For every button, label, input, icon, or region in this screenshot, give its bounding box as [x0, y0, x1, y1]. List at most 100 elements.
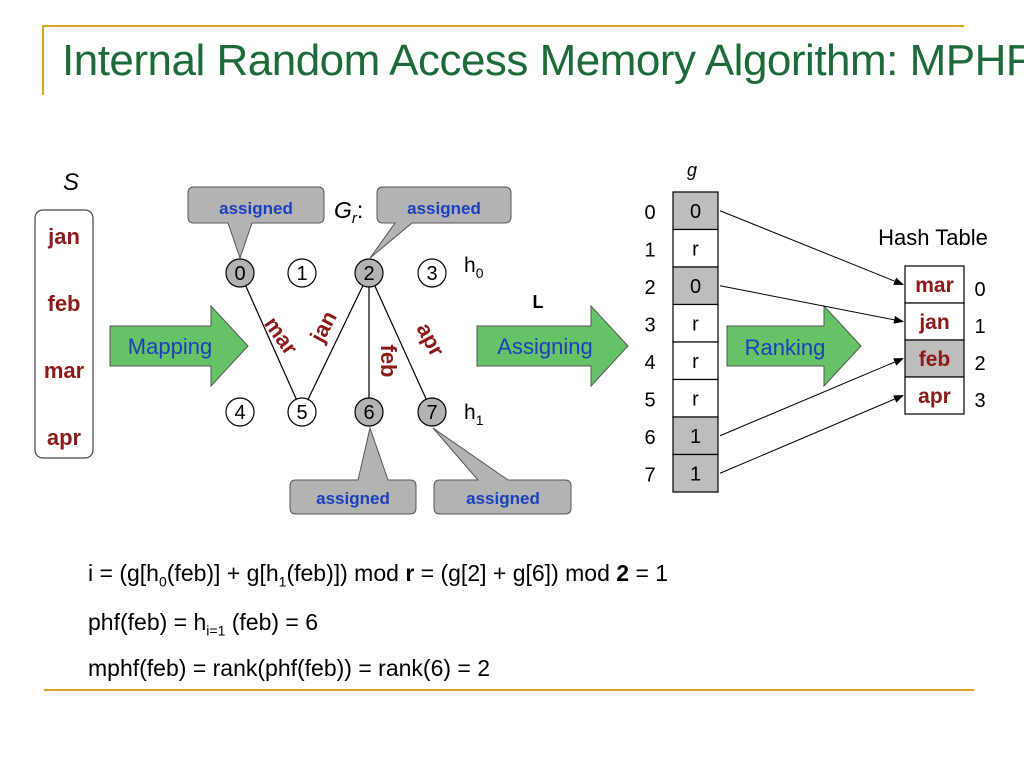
- set-box: [34, 209, 94, 459]
- mapping-link-1: [719, 285, 904, 324]
- g-value-0: 0: [690, 201, 701, 223]
- graph-edges: [239, 272, 433, 413]
- graph-vertices: 0 1 2 3 4 5 6 7: [225, 258, 447, 427]
- hash-slot-3: apr 3: [904, 376, 986, 415]
- vertex-3-label: 3: [426, 263, 437, 285]
- vertex-6: 6: [354, 397, 384, 427]
- set-label: S: [63, 169, 79, 196]
- hash-item-mar: mar: [915, 274, 954, 297]
- mapping-link-0: [719, 210, 904, 285]
- h0-label: h0: [464, 254, 484, 281]
- set-item-apr: apr: [47, 425, 82, 450]
- vertex-7-label: 7: [426, 402, 437, 424]
- g-cell-2: 02: [644, 266, 719, 306]
- ranking-arrow: [726, 304, 862, 388]
- g-value-2: 0: [690, 276, 701, 298]
- title-rule-top: [42, 25, 964, 27]
- callout-7-text: assigned: [466, 489, 540, 508]
- hash-index-1: 1: [974, 316, 985, 338]
- set-item-mar: mar: [44, 358, 85, 383]
- mapping-links: [719, 210, 904, 474]
- g-index-3: 3: [644, 315, 655, 337]
- h1-label: h1: [464, 401, 484, 428]
- page-title: Internal Random Access Memory Algorithm:…: [62, 36, 1024, 85]
- callout-6: assigned: [289, 426, 417, 515]
- g-cell-7: 17: [644, 453, 719, 493]
- mapping-label: Mapping: [128, 334, 212, 359]
- callout-7: assigned: [432, 427, 572, 515]
- list-label: L: [533, 292, 544, 312]
- g-cell-5: r5: [644, 378, 719, 418]
- vertex-5: 5: [287, 397, 317, 427]
- edge-apr: [368, 272, 433, 413]
- vertex-1-label: 1: [296, 263, 307, 285]
- formula-index: i = (g[h0(feb)] + g[h1(feb)]) mod r = (g…: [88, 560, 669, 590]
- hash-slot-0: mar 0: [904, 265, 986, 304]
- vertex-7: 7: [417, 397, 447, 427]
- title-rule-left: [42, 25, 44, 95]
- g-array-label: g: [687, 160, 697, 180]
- formula-phf: phf(feb) = hi=1 (feb) = 6: [88, 609, 319, 639]
- set-items: jan feb mar apr: [44, 224, 85, 450]
- bottom-rule: [44, 689, 974, 691]
- hash-item-jan: jan: [918, 311, 949, 334]
- g-index-7: 7: [644, 465, 655, 487]
- g-index-5: 5: [644, 390, 655, 412]
- edge-mar: [239, 272, 303, 413]
- g-index-2: 2: [644, 277, 655, 299]
- g-cell-0: 00: [644, 191, 719, 231]
- vertex-4: 4: [225, 397, 255, 427]
- g-value-7: 1: [690, 464, 701, 486]
- vertex-2-label: 2: [363, 263, 374, 285]
- mapping-link-3: [719, 395, 904, 474]
- mapping-link-2: [719, 358, 904, 437]
- callout-2: assigned: [369, 186, 512, 259]
- vertex-0-label: 0: [234, 263, 245, 285]
- hash-table: mar 0 jan 1 feb 2 apr 3: [904, 265, 986, 415]
- edge-label-apr: apr: [412, 318, 450, 360]
- g-index-0: 0: [644, 202, 655, 224]
- graph-label: Gr:: [334, 197, 363, 227]
- callout-2-text: assigned: [407, 199, 481, 218]
- hash-slot-1: jan 1: [904, 302, 986, 341]
- vertex-2: 2: [354, 258, 384, 288]
- g-index-6: 6: [644, 427, 655, 449]
- vertex-1: 1: [287, 258, 317, 288]
- formula-mphf: mphf(feb) = rank(phf(feb)) = rank(6) = 2: [88, 655, 491, 681]
- set-item-feb: feb: [48, 291, 81, 316]
- mapping-arrow: [109, 304, 249, 388]
- hash-table-label: Hash Table: [878, 225, 988, 250]
- vertex-5-label: 5: [296, 402, 307, 424]
- hash-index-3: 3: [974, 390, 985, 412]
- g-cell-3: r3: [644, 303, 719, 343]
- ranking-label: Ranking: [745, 335, 826, 360]
- callout-6-text: assigned: [316, 489, 390, 508]
- hash-item-apr: apr: [918, 385, 951, 408]
- callout-0: assigned: [187, 186, 325, 260]
- g-cell-4: r4: [644, 341, 719, 381]
- vertex-4-label: 4: [234, 402, 245, 424]
- edge-jan: [301, 272, 370, 413]
- mphf-diagram: S jan feb mar apr Mapping assigned assigned…: [34, 160, 988, 515]
- vertex-0: 0: [225, 258, 255, 288]
- g-cell-1: r1: [644, 228, 719, 268]
- g-value-1: r: [692, 239, 699, 261]
- vertex-6-label: 6: [363, 402, 374, 424]
- g-value-4: r: [692, 351, 699, 373]
- g-index-4: 4: [644, 352, 655, 374]
- edge-label-mar: mar: [259, 312, 303, 360]
- g-value-3: r: [692, 314, 699, 336]
- vertex-3: 3: [417, 258, 447, 288]
- hash-index-2: 2: [974, 353, 985, 375]
- set-item-jan: jan: [47, 224, 80, 249]
- g-cell-6: 16: [644, 416, 719, 456]
- g-value-6: 1: [690, 426, 701, 448]
- hash-index-0: 0: [974, 279, 985, 301]
- callout-0-text: assigned: [219, 199, 293, 218]
- g-index-1: 1: [644, 240, 655, 262]
- edge-label-feb: feb: [376, 345, 401, 378]
- hash-item-feb: feb: [919, 348, 951, 371]
- assigning-label: Assigning: [497, 334, 592, 359]
- hash-slot-2: feb 2: [904, 339, 986, 378]
